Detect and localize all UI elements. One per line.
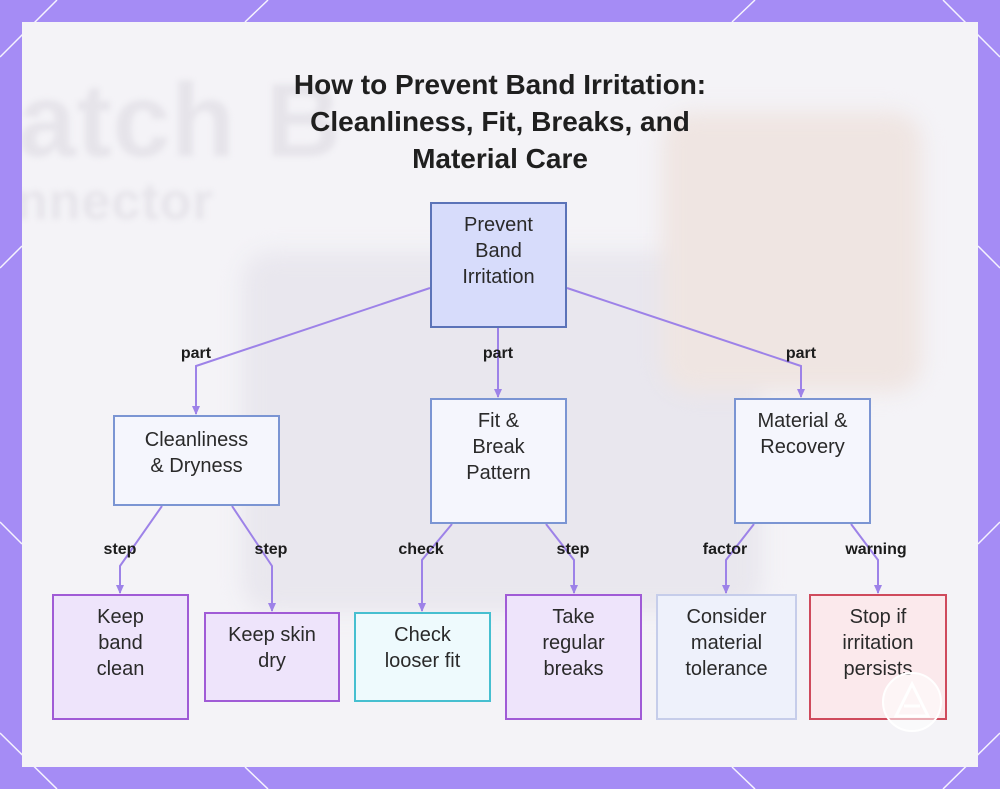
edge-label: warning (845, 541, 907, 558)
node-fit-break-pattern: Fit & Break Pattern (430, 398, 567, 524)
edge-label: step (556, 541, 590, 558)
edge-root-material (566, 287, 805, 398)
edge-label: factor (702, 541, 748, 558)
node-consider-material-tolerance: Consider material tolerance (656, 594, 797, 720)
edge-cleanliness-keep-dry (231, 505, 276, 612)
watermark-logo-icon (882, 672, 942, 732)
node-label: Keep band clean (96, 606, 145, 680)
node-take-regular-breaks: Take regular breaks (505, 594, 642, 720)
edge-label: step (103, 541, 137, 558)
edge-label: part (785, 345, 817, 362)
edge-fit-check-fit (418, 523, 453, 612)
node-check-looser-fit: Check looser fit (354, 612, 491, 702)
edge-material-stop (850, 523, 882, 594)
title-line: How to Prevent Band Irritation: (293, 69, 707, 100)
node-label: Keep skin dry (228, 624, 316, 672)
node-label: Material & Recovery (757, 410, 848, 458)
node-label: Stop if irritation persists (842, 606, 914, 680)
node-material-recovery: Material & Recovery (734, 398, 871, 524)
background-image-blur (662, 112, 922, 392)
node-cleanliness-dryness: Cleanliness & Dryness (113, 415, 280, 506)
edge-material-tolerance (722, 523, 755, 594)
title-line: Material Care (412, 143, 588, 174)
edge-label: step (254, 541, 288, 558)
edge-label: part (482, 345, 514, 362)
node-label: Cleanliness & Dryness (144, 429, 249, 477)
edge-cleanliness-keep-clean (116, 505, 163, 594)
edge-root-cleanliness (192, 287, 431, 415)
node-prevent-band-irritation: Prevent Band Irritation (430, 202, 567, 328)
edge-label: part (180, 345, 212, 362)
node-label: Take regular breaks (542, 606, 605, 680)
node-label: Check looser fit (384, 624, 461, 672)
node-label: Fit & Break Pattern (466, 410, 531, 484)
diagram-title: How to Prevent Band Irritation: Cleanlin… (150, 66, 850, 177)
background-text: nnector (22, 173, 214, 231)
edge-fit-breaks (545, 523, 578, 594)
title-line: Cleanliness, Fit, Breaks, and (310, 106, 690, 137)
node-label: Prevent Band Irritation (462, 214, 535, 288)
node-keep-band-clean: Keep band clean (52, 594, 189, 720)
edge-label: check (398, 541, 444, 558)
node-label: Consider material tolerance (685, 606, 768, 680)
node-keep-skin-dry: Keep skin dry (204, 612, 340, 702)
background-text: atch B (22, 63, 342, 179)
